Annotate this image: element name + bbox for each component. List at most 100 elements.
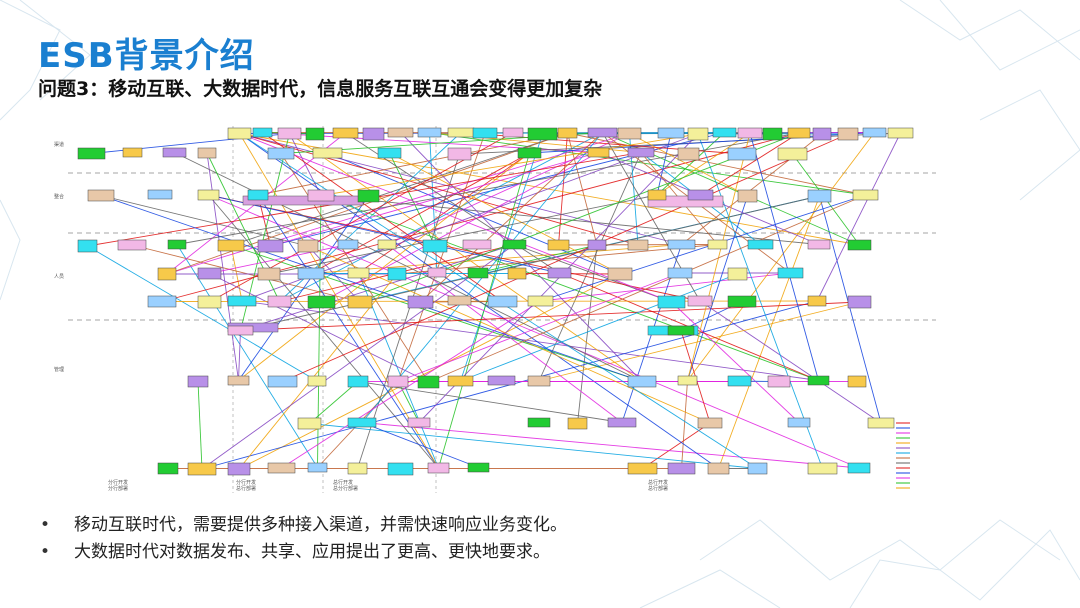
system-box	[247, 189, 269, 201]
connection-line	[687, 195, 748, 381]
bullet-item: •大数据时代对数据发布、共享、应用提出了更高、更快地要求。	[40, 539, 567, 566]
connection-line	[397, 381, 420, 423]
system-box	[332, 127, 359, 139]
system-box	[567, 417, 588, 430]
group-label: 分行开发	[108, 479, 128, 486]
connection-line	[397, 132, 486, 382]
connection-line	[656, 132, 672, 196]
system-box	[807, 239, 831, 250]
system-box	[747, 462, 768, 475]
connection-line	[540, 272, 791, 302]
system-box	[77, 147, 106, 160]
system-box	[727, 375, 752, 387]
system-box	[122, 147, 143, 158]
connection-line	[460, 273, 738, 382]
system-box	[762, 127, 783, 141]
system-box	[807, 375, 830, 386]
system-box	[627, 147, 655, 158]
connection-line	[577, 244, 598, 424]
system-box	[517, 147, 542, 159]
system-box	[627, 239, 649, 251]
system-box	[687, 295, 713, 307]
system-box	[657, 127, 685, 139]
connection-line	[400, 132, 643, 382]
connection-line	[100, 195, 643, 382]
system-box	[687, 189, 714, 201]
system-box	[347, 462, 368, 475]
system-box	[847, 462, 871, 474]
connection-line	[514, 244, 672, 303]
system-box	[727, 267, 748, 281]
bullet-text: 移动互联时代，需要提供多种接入渠道，并需快速响应业务变化。	[74, 515, 567, 535]
system-box	[807, 462, 838, 475]
connection-line	[320, 195, 819, 381]
system-box	[737, 127, 763, 139]
connection-line	[642, 422, 711, 469]
system-box	[197, 189, 220, 201]
connection-line	[357, 153, 460, 469]
group-label: 总行开发	[333, 479, 353, 486]
connection-line	[176, 244, 318, 468]
connection-line	[282, 133, 849, 382]
connection-line	[428, 194, 866, 383]
connection-line	[697, 133, 823, 469]
lane-label: 渠道	[54, 141, 64, 148]
connection-line	[240, 244, 515, 331]
system-box	[307, 462, 328, 473]
system-box	[305, 127, 325, 141]
system-box	[687, 127, 709, 141]
system-box	[667, 462, 696, 475]
system-box	[407, 417, 431, 428]
connection-line	[429, 132, 866, 196]
group-label: 总行部署	[648, 485, 668, 492]
system-box	[487, 295, 518, 308]
connection-line	[201, 244, 515, 470]
lane-label: 管理	[54, 366, 64, 373]
connection-line	[718, 195, 820, 469]
system-box	[807, 189, 832, 203]
system-box	[187, 375, 209, 388]
system-box	[557, 127, 578, 139]
system-box	[227, 127, 252, 140]
system-box	[257, 239, 284, 253]
group-label: 分行部署	[108, 485, 128, 492]
system-box	[677, 375, 698, 386]
system-box	[547, 267, 572, 279]
connection-line	[289, 133, 643, 382]
bullet-list: •移动互联时代，需要提供多种接入渠道，并需快速响应业务变化。 •大数据时代对数据…	[40, 512, 567, 566]
connection-line	[327, 152, 621, 275]
system-box	[547, 239, 570, 251]
slide-subtitle: 问题3：移动互联、大数据时代，信息服务互联互通会变得更加复杂	[38, 78, 603, 100]
system-box	[707, 239, 728, 250]
connection-line	[197, 381, 203, 470]
connection-line	[671, 301, 800, 423]
connection-line	[206, 152, 239, 381]
system-box	[347, 267, 370, 279]
system-box	[297, 239, 319, 253]
system-box	[312, 147, 343, 159]
connection-line	[687, 132, 751, 381]
connection-line	[749, 132, 819, 381]
connection-line	[239, 133, 860, 246]
connection-line	[208, 194, 560, 274]
connection-line	[320, 133, 699, 196]
system-box	[502, 239, 527, 250]
system-box	[767, 375, 791, 388]
connection-line	[309, 423, 758, 469]
connection-line	[798, 132, 875, 134]
system-box	[447, 295, 472, 306]
slide-title: ESB背景介绍	[38, 36, 255, 76]
system-box	[467, 267, 489, 279]
system-box	[787, 127, 811, 139]
bullet-text: 大数据时代对数据发布、共享、应用提出了更高、更快地要求。	[74, 542, 550, 562]
system-box	[427, 267, 447, 278]
connection-line	[100, 195, 309, 247]
system-box	[387, 127, 414, 138]
system-box	[357, 189, 380, 203]
connection-line	[238, 195, 369, 381]
system-box	[197, 147, 217, 159]
system-box	[777, 147, 808, 161]
system-box	[117, 239, 147, 251]
system-box	[657, 295, 686, 309]
